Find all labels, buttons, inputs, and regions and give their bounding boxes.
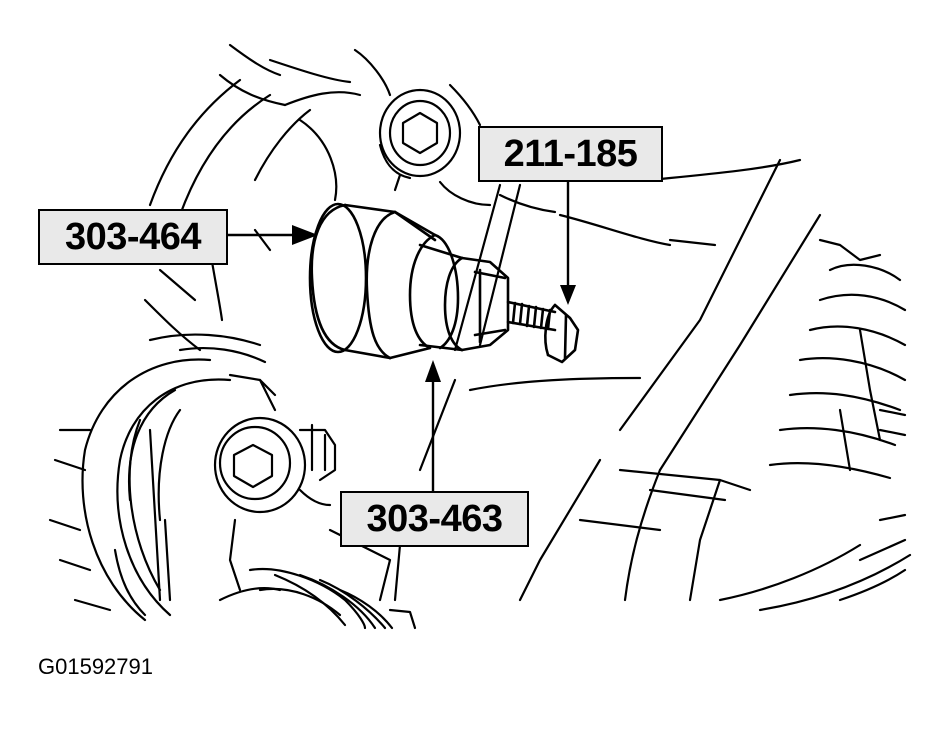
label-303-463: 303-463 [340, 491, 529, 547]
arrowhead-303-464 [292, 225, 318, 245]
engine-block-contours [143, 43, 557, 352]
lower-hex-bolt [213, 416, 337, 514]
label-303-464: 303-464 [38, 209, 228, 265]
label-211-185: 211-185 [478, 126, 663, 182]
leader-lines [226, 180, 570, 493]
arrowhead-303-463 [425, 360, 441, 382]
crank-pulley [48, 347, 277, 622]
remover-tool-assembly [308, 202, 580, 364]
upper-hex-bolt [378, 88, 462, 192]
lower-pulley-rings [218, 518, 417, 630]
right-side-contours [418, 158, 912, 612]
figure-id: G01592791 [38, 654, 153, 679]
arrowhead-211-185 [560, 285, 576, 305]
